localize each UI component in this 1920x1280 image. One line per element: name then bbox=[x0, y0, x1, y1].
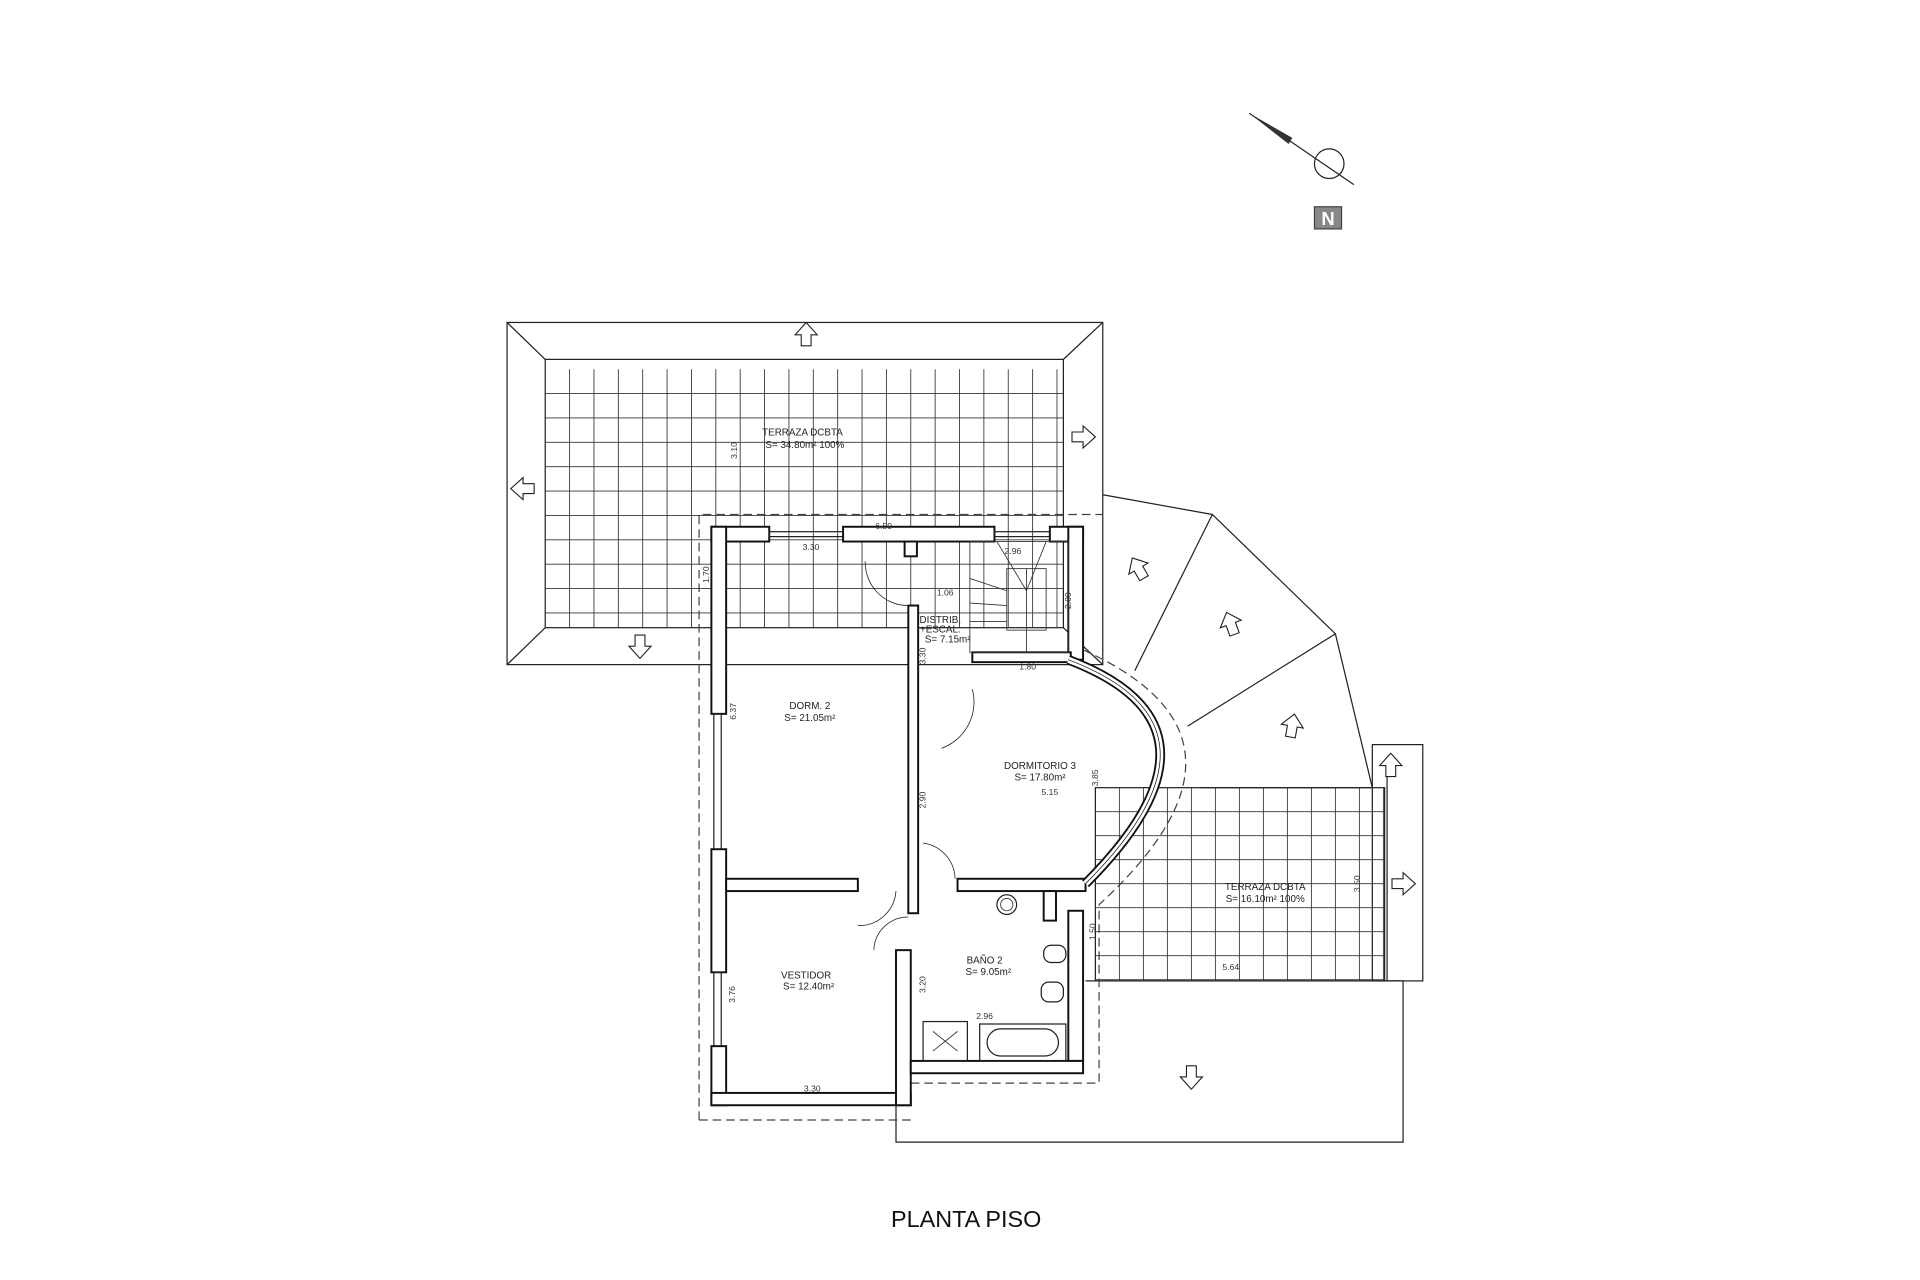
vestidor-name: VESTIDOR bbox=[781, 970, 831, 981]
north-label: N bbox=[1321, 208, 1334, 229]
terrace1-name: TERRAZA DCBTA bbox=[762, 428, 843, 439]
drawing-title: PLANTA PISO bbox=[891, 1206, 1041, 1232]
dorm2-name: DORM. 2 bbox=[789, 701, 830, 712]
distrib-name2: +ESCAL. bbox=[920, 625, 961, 636]
vestidor-area: S= 12.40m² bbox=[783, 982, 835, 993]
dim-dorm3-width: 5.15 bbox=[1041, 787, 1058, 797]
terrace-lower bbox=[895, 980, 1404, 1143]
slope-arrows bbox=[509, 321, 1417, 1091]
distrib-area: S= 7.15m² bbox=[925, 634, 971, 645]
dim-top: 6.50 bbox=[875, 521, 892, 531]
dim-bano2-height: 3.20 bbox=[918, 976, 928, 993]
terrace2-name: TERRAZA DCBTA bbox=[1225, 882, 1306, 893]
dim-stair-height: 2.09 bbox=[1063, 592, 1073, 609]
bathroom-fixtures bbox=[922, 894, 1067, 1062]
dim-terrace1-height: 3.10 bbox=[729, 442, 739, 459]
slope-arrow-icon bbox=[793, 321, 819, 347]
dim-terrace2-side: 1.50 bbox=[1087, 923, 1097, 940]
slope-arrow-icon bbox=[1280, 713, 1305, 739]
dim-vestidor-height: 3.76 bbox=[727, 986, 737, 1003]
dorm3-name: DORMITORIO 3 bbox=[1004, 761, 1076, 772]
labels: TERRAZA DCBTA S= 34.80m² 100% 3.10 1.70 … bbox=[701, 428, 1362, 1232]
north-arrow-icon: N bbox=[1248, 112, 1355, 230]
bano2-area: S= 9.05m² bbox=[965, 967, 1011, 978]
dim-stair-bottom: 1.80 bbox=[1019, 662, 1036, 672]
doors bbox=[857, 561, 975, 951]
slope-arrow-icon bbox=[1179, 1065, 1204, 1091]
bano2-name: BAÑO 2 bbox=[967, 956, 1003, 967]
terrace2-area: S= 16.10m² 100% bbox=[1226, 894, 1305, 905]
dim-dorm3-side: 2.90 bbox=[918, 791, 928, 808]
dim-vestidor-width: 3.30 bbox=[804, 1084, 821, 1094]
dim-dorm3-height: 3.85 bbox=[1090, 769, 1100, 786]
slope-arrow-icon bbox=[627, 634, 653, 660]
dim-terrace2-height: 3.50 bbox=[1352, 875, 1362, 892]
dim-dorm2-width: 3.30 bbox=[803, 542, 820, 552]
slope-arrow-icon bbox=[1378, 752, 1404, 778]
terrace1-area: S= 34.80m² 100% bbox=[765, 440, 844, 451]
dim-bano2-width: 2.96 bbox=[976, 1011, 993, 1021]
dim-distrib-b: 3.30 bbox=[918, 647, 928, 664]
toilet-icon bbox=[1040, 981, 1064, 1003]
dim-dorm2-height: 6.37 bbox=[728, 703, 738, 720]
slope-arrow-icon bbox=[1071, 424, 1097, 450]
slope-arrow-icon bbox=[1219, 611, 1243, 637]
slope-arrow-icon bbox=[1128, 557, 1150, 582]
dim-stair-width: 2.96 bbox=[1005, 546, 1022, 556]
shower-icon bbox=[922, 1020, 968, 1062]
dim-distrib-a: 1.06 bbox=[937, 588, 954, 598]
distrib-name: DISTRIB. bbox=[920, 615, 962, 626]
slope-arrow-icon bbox=[1391, 871, 1417, 897]
dorm2-area: S= 21.05m² bbox=[784, 713, 836, 724]
bathtub-icon bbox=[979, 1023, 1067, 1062]
bidet-icon bbox=[1043, 944, 1067, 964]
roof-outline bbox=[698, 513, 1103, 1120]
staircase bbox=[969, 541, 1069, 653]
dorm3-area: S= 17.80m² bbox=[1014, 772, 1066, 783]
terrace-right bbox=[1094, 744, 1424, 982]
slope-arrow-icon bbox=[509, 476, 535, 501]
walls bbox=[710, 525, 1166, 1107]
terrace-top bbox=[506, 321, 1104, 666]
dim-terrace1-side: 1.70 bbox=[701, 566, 711, 583]
dim-terrace2-width: 5.64 bbox=[1222, 962, 1239, 972]
